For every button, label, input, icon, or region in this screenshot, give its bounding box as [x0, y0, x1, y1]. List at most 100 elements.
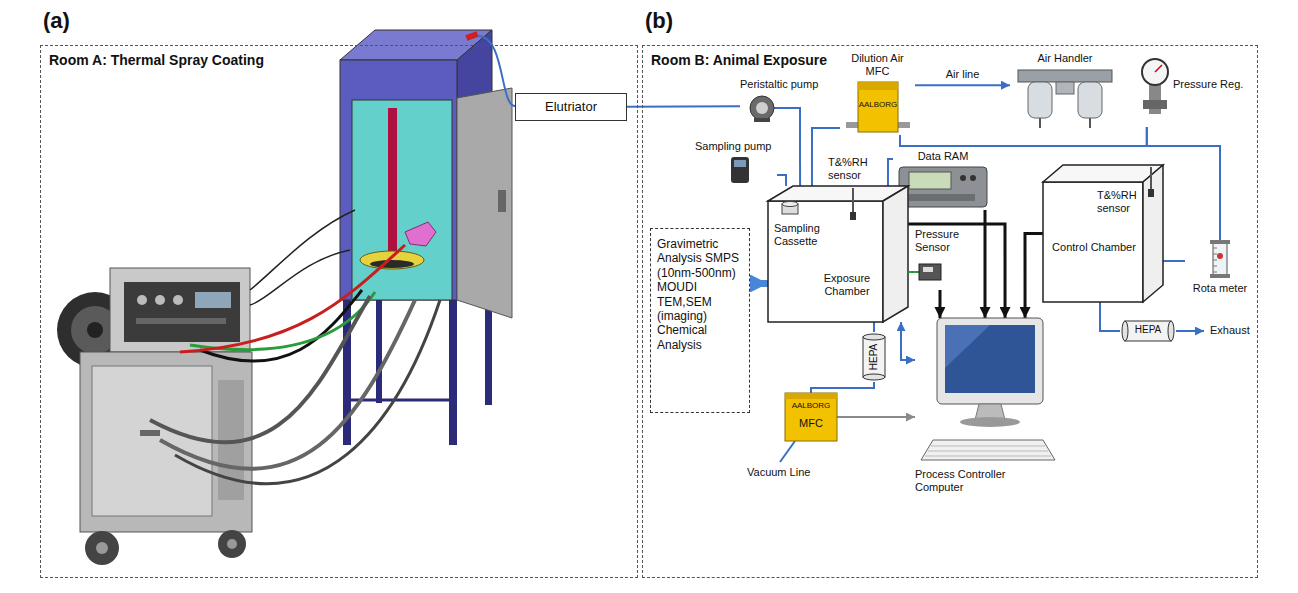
mass-flow-controller-drawing-part — [846, 122, 858, 128]
air-duct — [777, 175, 786, 186]
mass-flow-controller: AALBORGMFC — [785, 393, 837, 441]
panel-title: Room B: Animal Exposure — [651, 52, 827, 69]
mass-flow-controller-drawing — [846, 82, 910, 132]
data-ram-monitor-drawing — [899, 167, 987, 207]
peristaltic-pump-drawing-part — [754, 118, 770, 122]
spray-booth-part — [351, 399, 449, 402]
air-duct — [811, 382, 874, 393]
pressure-regulator-drawing — [1142, 59, 1168, 114]
spray-machine-part — [124, 282, 240, 342]
process-computer-drawing-part — [921, 440, 1055, 460]
mass-flow-controller-drawing — [785, 393, 837, 441]
spray-machine-part — [227, 539, 237, 549]
process-computer-drawing — [921, 318, 1055, 460]
spray-machine-part — [96, 542, 108, 554]
air-duct — [873, 322, 875, 332]
mass-flow-controller-drawing-part — [785, 393, 837, 399]
brand-label: AALBORG — [785, 401, 837, 411]
air-duct — [915, 84, 1010, 86]
brand-label: AALBORG — [858, 100, 898, 110]
air-duct — [799, 123, 801, 186]
spray-booth-part — [340, 60, 457, 300]
spray-booth-part — [376, 285, 382, 403]
spray-machine-part — [87, 322, 103, 338]
exposure-chamber-icon — [768, 186, 908, 322]
exposure-chamber: T&%RH sensorSampling CassetteExposure Ch… — [768, 186, 908, 322]
air-duct — [901, 322, 915, 360]
hoses-and-cables-part — [250, 210, 355, 290]
rotameter-drawing-part — [1213, 272, 1217, 273]
spray-booth-part — [465, 31, 478, 41]
air-handler-drawing-part — [1078, 82, 1102, 118]
exhaust-line-part — [1176, 330, 1204, 332]
panel-title: Room A: Thermal Spray Coating — [49, 52, 264, 69]
control-chamber-icon — [1043, 165, 1163, 302]
signal-cable — [938, 290, 941, 318]
hepa-filter-drawing-part — [1122, 321, 1128, 341]
hoses-and-cables-part — [180, 245, 405, 352]
rotameter-icon — [1185, 240, 1255, 310]
signal-cable — [908, 224, 1005, 318]
air-duct — [627, 105, 740, 107]
rotameter-drawing-part — [1213, 254, 1217, 255]
line-label: Vacuum Line — [745, 466, 812, 479]
control-chamber-drawing-part — [1148, 189, 1154, 197]
node-label: Control Chamber — [1047, 241, 1141, 254]
process-computer-drawing-part — [925, 456, 1051, 457]
mass-flow-controller: Dilution Air MFCAALBORG — [840, 52, 915, 135]
analysis-arrow — [750, 280, 768, 287]
data-ram-monitor-drawing-part — [899, 167, 987, 207]
mass-flow-controller-drawing-part — [898, 122, 910, 128]
sensor-label: T&%RH sensor — [1097, 189, 1141, 215]
rotameter-drawing-part — [1213, 260, 1217, 261]
spray-booth — [340, 30, 512, 445]
room-panel: (a)Room A: Thermal Spray CoatingElutriat… — [40, 45, 638, 578]
exposure-chamber-drawing-part — [883, 186, 908, 322]
hoses-and-cables-part — [150, 296, 370, 442]
air-duct — [900, 127, 1147, 146]
peristaltic-pump-drawing-part — [756, 102, 768, 114]
node-label: HEPA — [868, 332, 880, 382]
spray-machine-part — [195, 292, 231, 308]
spray-booth-part — [352, 100, 452, 300]
node-label: Elutriator — [516, 99, 626, 115]
rotameter: Rota meter — [1185, 240, 1255, 310]
spray-machine-part — [110, 268, 250, 352]
vacuum-line — [780, 441, 795, 462]
sampling-pump-drawing-part — [734, 160, 746, 167]
air-handler-drawing-part — [1039, 118, 1041, 128]
control-chamber-drawing-part — [1150, 167, 1152, 191]
air-handler-drawing-part — [1056, 82, 1074, 94]
process-computer-drawing-part — [960, 417, 1020, 427]
rotameter-drawing-part — [1210, 274, 1230, 278]
sampling-pump-drawing — [731, 157, 749, 183]
pressure-sensor-drawing-part — [908, 271, 919, 273]
node-label: Rota meter — [1185, 282, 1255, 295]
data-ram-monitor-drawing-part — [909, 172, 951, 189]
spray-machine — [57, 268, 252, 565]
node-label: Data RAM — [893, 150, 993, 163]
spray-machine-part — [137, 295, 147, 305]
sensor-label: T&%RH sensor — [828, 156, 884, 182]
exhaust-line — [1176, 331, 1204, 332]
pressure-sensor-drawing-part — [923, 267, 933, 272]
control-chamber: T&%RH sensorControl Chamber — [1043, 165, 1163, 302]
exposure-chamber-drawing — [768, 186, 908, 322]
control-chamber-drawing-part — [1043, 182, 1143, 302]
duct-to-elutriator — [478, 36, 515, 106]
exposure-chamber-drawing-part — [768, 201, 883, 322]
pressure-regulator: Pressure Reg. — [1135, 52, 1253, 127]
spray-booth-part — [388, 108, 397, 256]
analysis-box: Gravimetric Analysis SMPS (10nm-500nm) M… — [650, 228, 750, 413]
hoses-and-cables-part — [190, 292, 375, 350]
sampling-pump: Sampling pump — [695, 140, 777, 185]
process-computer-drawing-part — [937, 318, 1043, 404]
outlet-label: Exhaust — [1208, 324, 1252, 337]
pressure-sensor-drawing — [908, 264, 941, 280]
mass-flow-controller-drawing-part — [858, 82, 898, 90]
rotameter-drawing-part — [1213, 242, 1227, 276]
data-ram-monitor-drawing-part — [960, 175, 966, 181]
node-label: Peristaltic pump — [740, 78, 840, 91]
spray-machine-part — [173, 295, 183, 305]
process-computer-drawing-part — [931, 446, 1045, 447]
